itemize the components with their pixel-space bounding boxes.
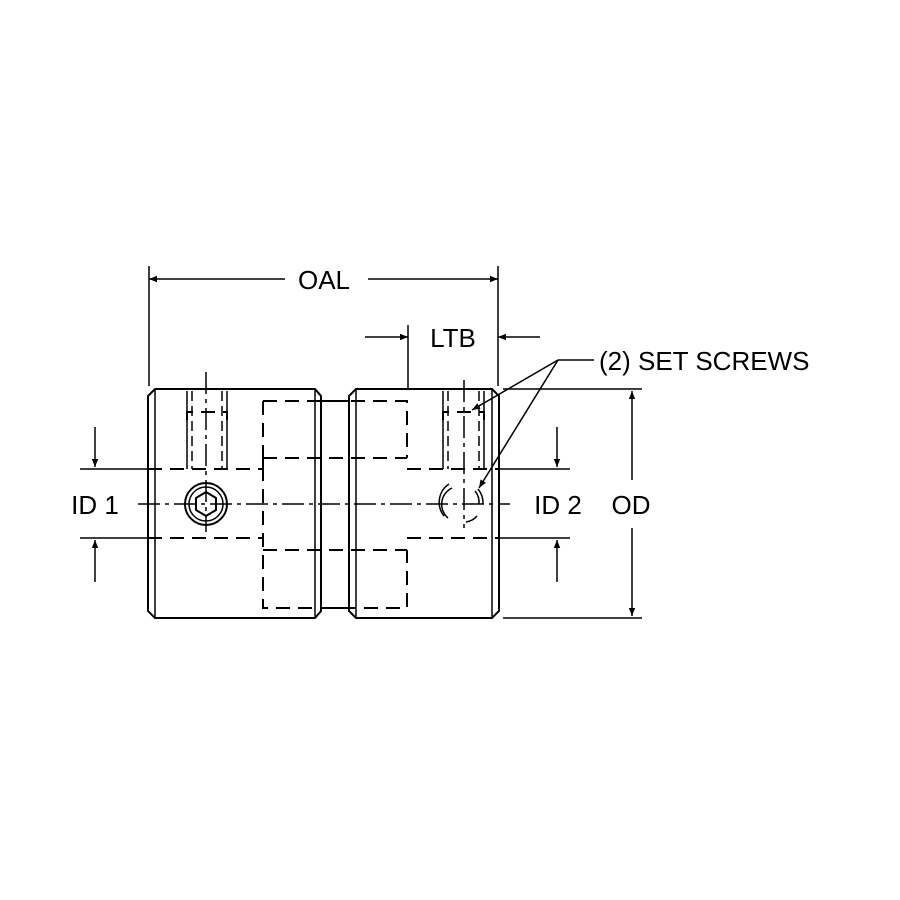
id2-label: ID 2 (534, 490, 582, 520)
set-screw-right (438, 391, 485, 523)
oal-label: OAL (298, 265, 350, 295)
id1-dimension: ID 1 (71, 427, 148, 582)
ltb-dimension: LTB (365, 323, 540, 389)
od-dimension: OD (503, 388, 651, 619)
oal-dimension: OAL (148, 265, 499, 386)
set-screws-callout: (2) SET SCREWS (471, 346, 809, 489)
od-label: OD (612, 490, 651, 520)
ltb-label: LTB (430, 323, 476, 353)
socket-head-screw-icon (184, 482, 228, 526)
hidden-spider (148, 400, 499, 609)
id2-dimension: ID 2 (499, 427, 582, 582)
set-screws-label: (2) SET SCREWS (599, 346, 809, 376)
id1-label: ID 1 (71, 490, 119, 520)
set-screw-left (186, 391, 228, 469)
